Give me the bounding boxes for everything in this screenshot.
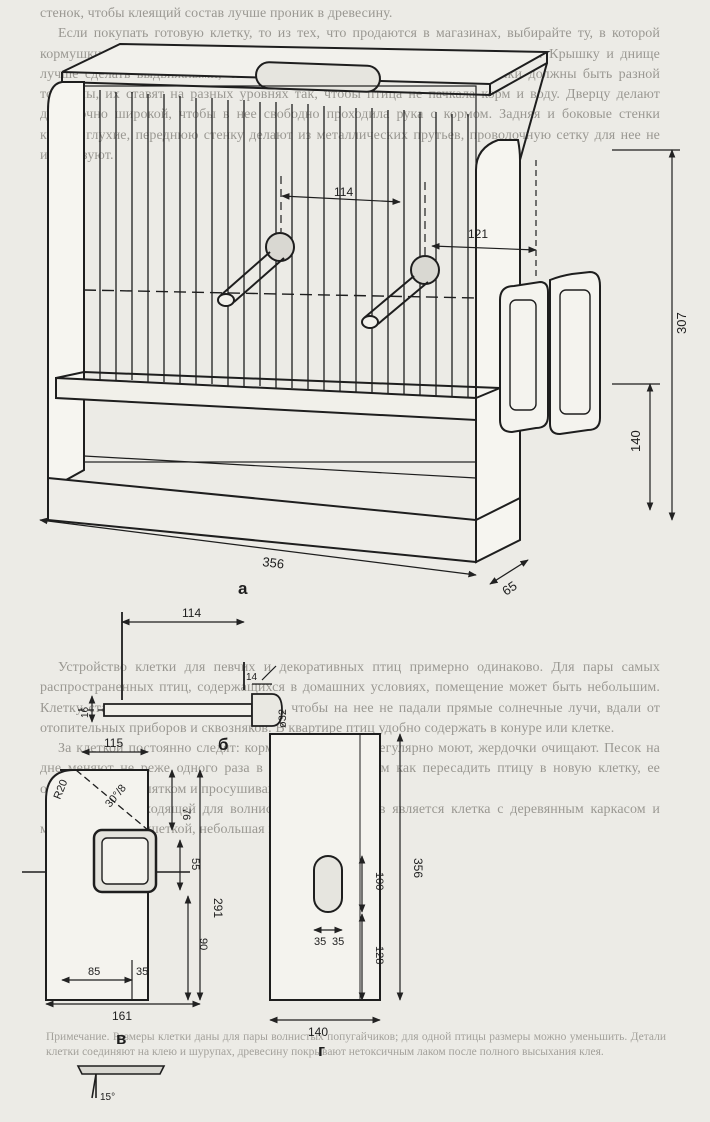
dim-panel-window: 55 [189,858,201,870]
dim-front-slot-height: 100 [373,872,385,890]
footnote: Примечание. Размеры клетки даны для пары… [46,1031,666,1058]
dim-height: 307 [674,312,689,334]
paragraph: Устройство клетки для певчих и декоратив… [40,660,660,736]
paragraph: стенок, чтобы клеящий состав лучше прони… [40,6,393,21]
dim-depth: 65 [499,578,519,599]
figure-label-v: в [116,1029,126,1048]
dim-front-slot-w1: 35 [314,936,326,948]
dim-front-height: 356 [411,858,425,878]
perch-right [361,182,440,329]
dim-front-slot-w2: 35 [332,936,344,948]
dim-panel-bottom-inner: 85 [88,966,100,978]
perch-left [217,176,295,307]
dim-panel-lower: 90 [197,938,209,950]
side-panel-drawing [22,748,204,1008]
dim-front-from-bottom: 128 [373,946,385,964]
dim-perch-length: 114 [182,606,201,620]
dim-perch-thickness: 16 [80,706,91,718]
figure-label-a: а [238,579,248,598]
figure-label-b: б [218,735,229,754]
dim-width: 356 [262,554,285,572]
dim-panel-top: 115 [104,736,123,750]
perch-drawing [78,612,283,727]
dim-lower: 140 [628,430,643,452]
dim-perch-offset: 121 [468,227,488,241]
feeder-door [499,270,601,436]
cage-drawing [39,42,680,585]
dim-panel-bottom-edge: 35 [136,966,148,978]
dim-perch-diameter: ø32 [277,709,289,728]
dim-front-width: 140 [308,1025,328,1039]
dim-panel-height: 291 [211,898,225,918]
front-panel-drawing [269,733,404,1024]
figure-label-g: г [318,1041,325,1060]
dim-perch-tip: 14 [246,672,258,683]
bevel-detail-drawing [76,1065,166,1099]
cage-bars [99,90,469,398]
dim-panel-upper: 76 [180,808,192,820]
detail-angle: 15° [100,1092,115,1103]
dim-perch-spacing: 114 [334,185,353,199]
dim-panel-width: 161 [112,1009,132,1023]
dimension-lines-a [39,149,680,585]
